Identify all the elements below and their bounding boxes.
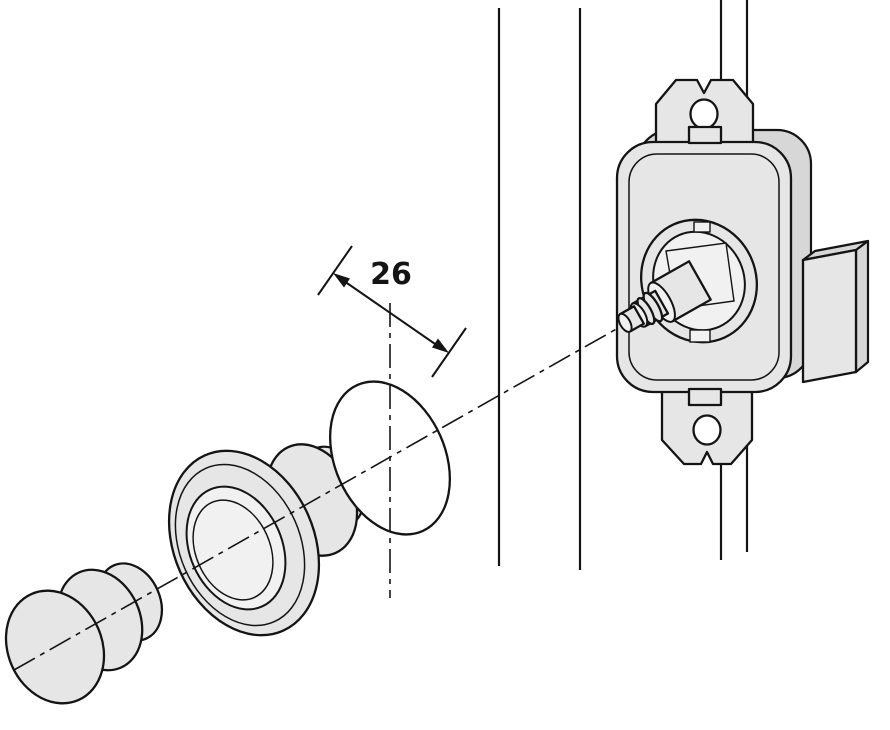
extension-line-right: [431, 327, 467, 378]
mounting-hole-top: [689, 98, 719, 130]
dimension-value: 26: [370, 257, 412, 292]
extension-line-left: [317, 245, 353, 296]
ring-notch-bottom: [689, 329, 711, 343]
rosette-cup: [185, 485, 287, 611]
latch-bolt: [801, 239, 870, 384]
mounting-tab-top: [654, 78, 755, 152]
mounting-tab-bottom: [660, 382, 754, 466]
center-line-axial: [13, 275, 711, 671]
clip-notch-bottom: [687, 387, 723, 407]
housing-face-inset-line: [628, 153, 780, 381]
dimension-arrow-left: [333, 273, 350, 288]
spindle-boss: [617, 218, 759, 344]
rosette-rim-line: [174, 463, 306, 627]
spindle-tip-cap: [617, 312, 633, 333]
latch-side-face: [854, 239, 870, 374]
dimension-hole-diameter: 26: [317, 245, 467, 378]
dimension-arrow-right: [432, 338, 449, 353]
clip-notch-top: [687, 125, 723, 145]
rosette: [167, 443, 366, 637]
push-lock-body: [615, 78, 870, 466]
ring-notch-top: [693, 221, 711, 233]
mounting-hole-bottom: [692, 414, 722, 446]
spindle: [617, 260, 712, 333]
dimension-line: [343, 280, 439, 347]
latch-front-face: [801, 248, 858, 384]
